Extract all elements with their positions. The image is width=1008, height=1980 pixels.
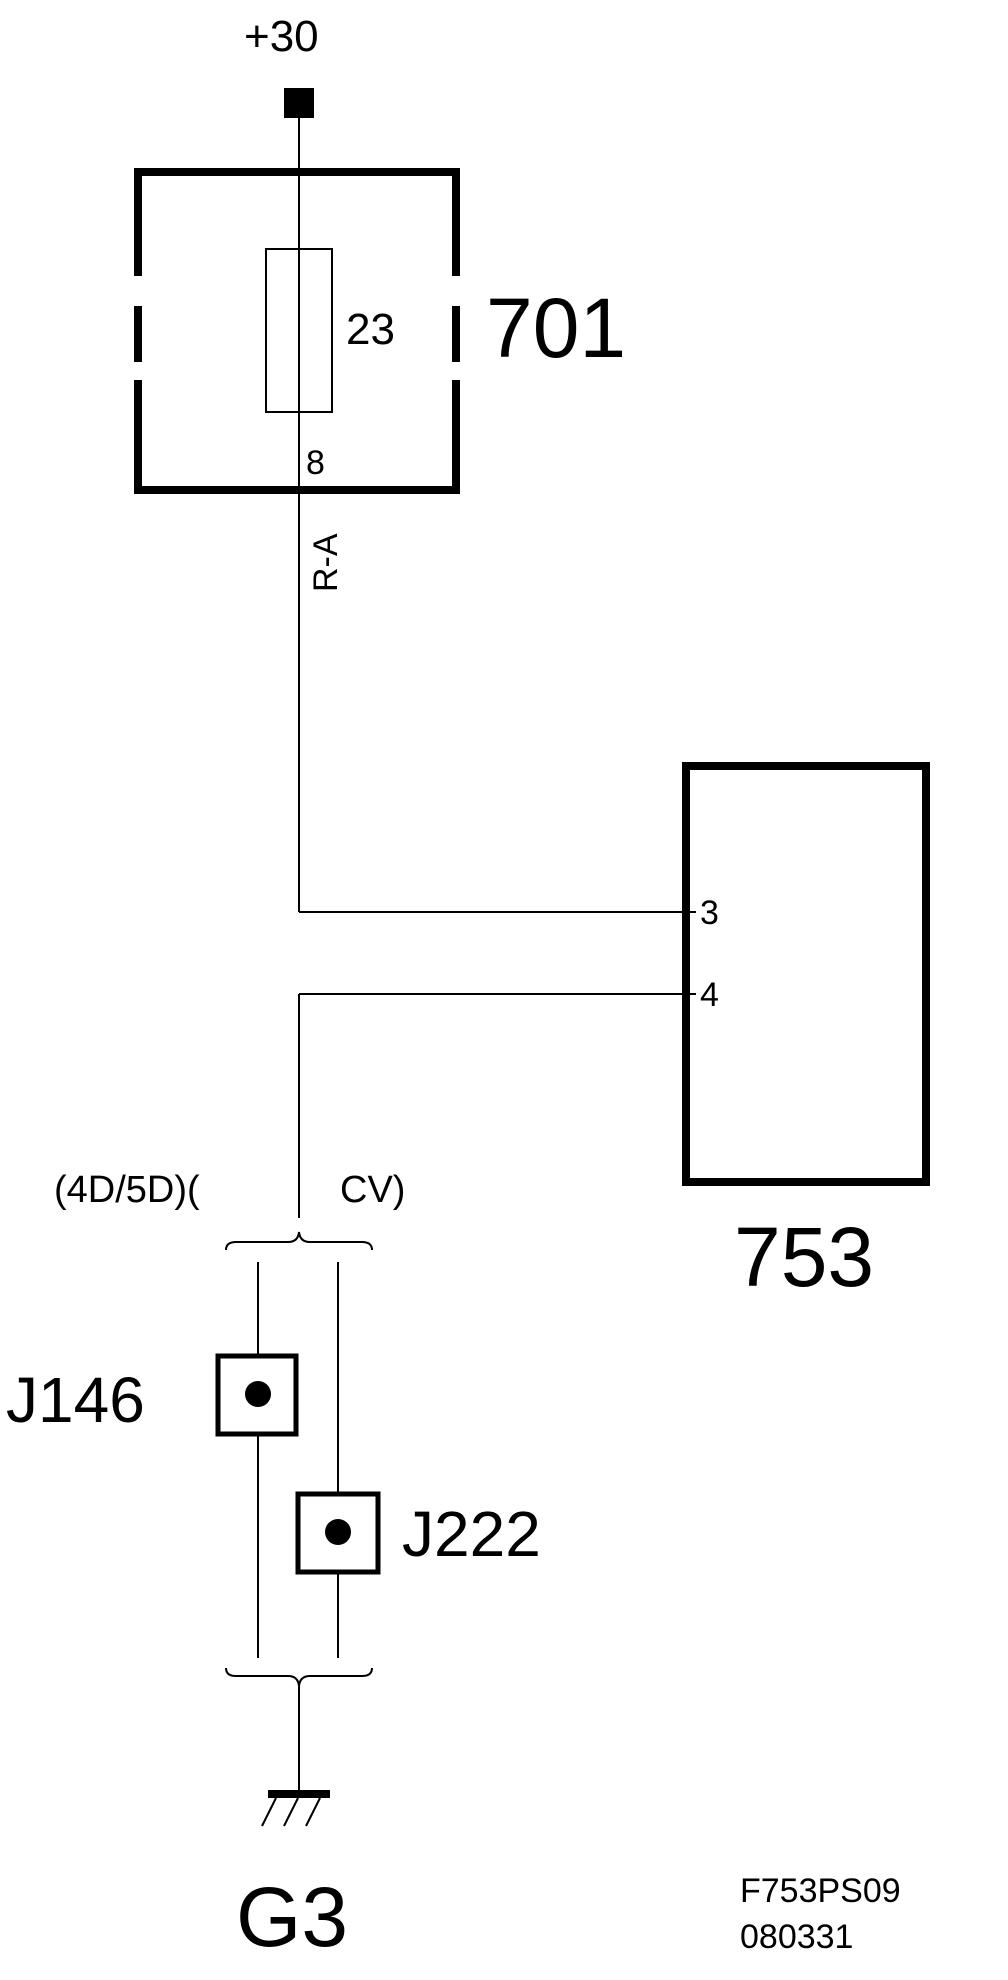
wire-supply-to-module bbox=[298, 118, 696, 913]
supply-terminal bbox=[284, 88, 314, 118]
fuse-box-id: 701 bbox=[486, 281, 626, 375]
supply-label: +30 bbox=[244, 12, 319, 61]
variant-branches bbox=[257, 1262, 339, 1658]
footer-date: 080331 bbox=[740, 1918, 853, 1956]
ground-symbol bbox=[261, 1790, 330, 1827]
footer-code: F753PS09 bbox=[740, 1872, 901, 1910]
variant-brace-bottom bbox=[225, 1667, 373, 1687]
junction-j222-dot bbox=[325, 1519, 351, 1545]
variant-label-right: CV) bbox=[340, 1169, 405, 1211]
module-pin-3: 3 bbox=[700, 894, 719, 932]
module-753 bbox=[682, 762, 930, 1186]
junction-j146-dot bbox=[245, 1381, 271, 1407]
junction-j222-label: J222 bbox=[402, 1498, 541, 1570]
wire-color-label: R-A bbox=[307, 533, 345, 592]
variant-label-left: (4D/5D)( bbox=[54, 1169, 200, 1211]
module-id: 753 bbox=[734, 1210, 874, 1304]
fuse-box-701 bbox=[134, 168, 460, 494]
variant-brace-top bbox=[225, 1231, 373, 1251]
module-pin-4: 4 bbox=[700, 976, 719, 1014]
fuse-box-pin: 8 bbox=[306, 444, 325, 482]
junction-j146-label: J146 bbox=[6, 1364, 145, 1436]
wire-module-to-ground bbox=[298, 993, 696, 1218]
fuse-number: 23 bbox=[346, 305, 395, 354]
ground-label: G3 bbox=[236, 1870, 348, 1964]
